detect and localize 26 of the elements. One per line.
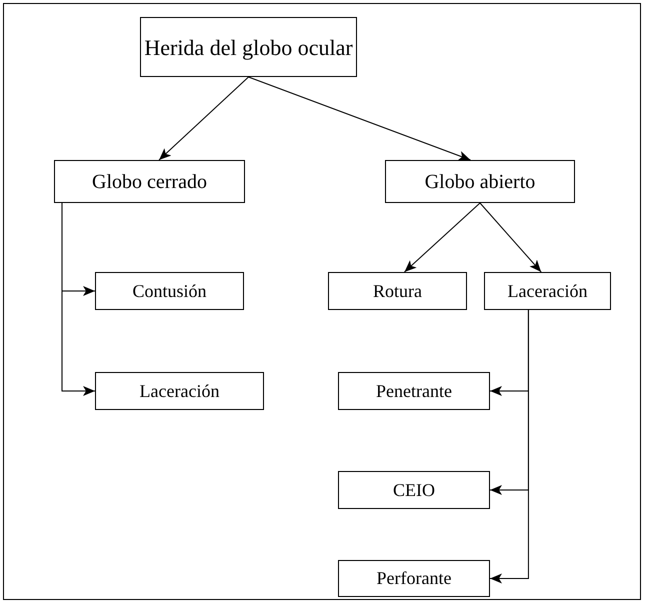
- arrow: [158, 76, 249, 160]
- category-box: [140, 17, 357, 77]
- arrow: [404, 202, 480, 272]
- box-label: Globo abierto: [424, 170, 536, 194]
- box-label: Penetrante: [376, 380, 452, 402]
- box-label: Rotura: [373, 280, 422, 302]
- category-box: [95, 272, 244, 310]
- category-box: [328, 272, 467, 310]
- category-box: [54, 160, 245, 203]
- category-box: [385, 160, 575, 203]
- box-label: CEIO: [393, 478, 435, 502]
- box-label: Globo cerrado: [92, 170, 207, 194]
- arrow: [490, 310, 529, 584]
- category-box: [338, 372, 490, 410]
- box-label: Perforante: [376, 567, 452, 590]
- box-label: Contusión: [132, 280, 206, 302]
- arrow: [248, 76, 471, 160]
- category-box: [95, 372, 264, 410]
- category-box: [338, 471, 490, 509]
- box-label: Laceración: [140, 380, 220, 402]
- category-box: [484, 272, 611, 310]
- box-label: Laceración: [508, 280, 588, 302]
- arrow: [62, 202, 96, 396]
- box-label: Herida del globo ocular: [144, 34, 353, 62]
- category-box: [338, 560, 490, 597]
- arrow: [480, 202, 542, 272]
